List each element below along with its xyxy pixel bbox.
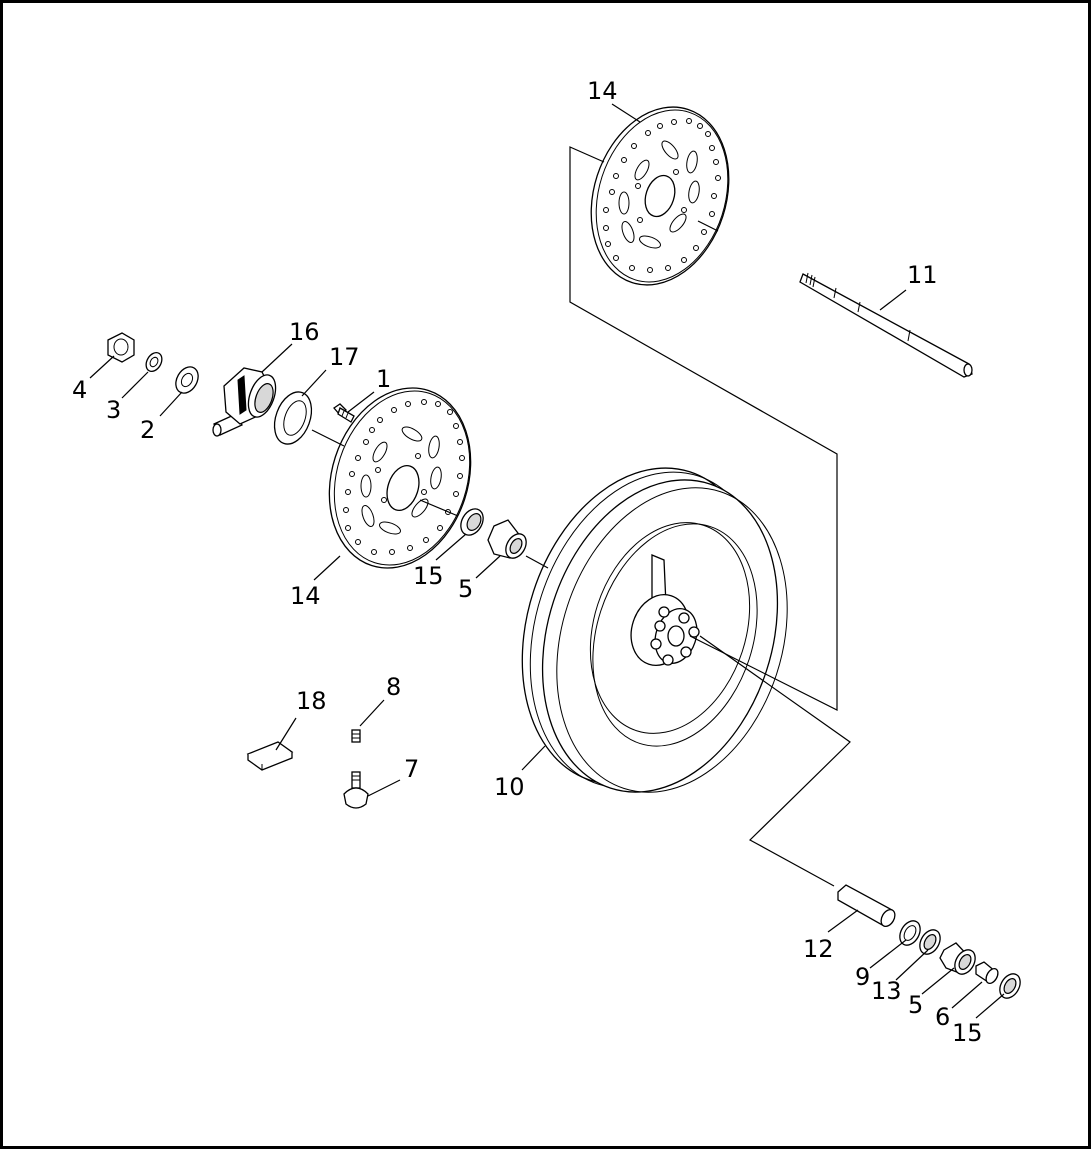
- callout-12: 12: [803, 935, 834, 963]
- assembly-lines: [311, 146, 851, 887]
- callout-2: 2: [140, 416, 155, 444]
- lock-washer: [145, 352, 163, 372]
- brake-rotor-upper: [590, 106, 730, 286]
- brake-rotor-lower: [328, 387, 472, 569]
- callout-5-right: 5: [908, 991, 923, 1019]
- front-axle: [799, 272, 973, 378]
- spacer-ring: [919, 929, 941, 955]
- wheel-weight: [246, 741, 294, 771]
- speedometer-drive: [212, 367, 277, 437]
- rotor-screw: [333, 403, 355, 423]
- callout-14-upper: 14: [587, 77, 618, 105]
- axle-nut: [107, 332, 135, 363]
- axle-spacer-sleeve: [837, 884, 896, 928]
- bearing-spacer-right: [939, 942, 976, 975]
- rotor-lower-vent-holes: [343, 399, 465, 555]
- callout-5-left: 5: [458, 575, 473, 603]
- callout-leaders: [89, 103, 1005, 1019]
- callout-18: 18: [296, 687, 327, 715]
- wheel-bearing-right: [999, 973, 1021, 999]
- rotor-upper-vent-holes: [603, 118, 721, 273]
- callout-8: 8: [386, 673, 401, 701]
- callout-10: 10: [494, 773, 525, 801]
- seal-spacer: [273, 391, 313, 445]
- callout-7: 7: [404, 755, 419, 783]
- flat-washer: [175, 366, 199, 394]
- callout-labels: 14 11 16 17 1 4 3 2 14 15 5 8 18 7 10 12…: [72, 77, 983, 1047]
- callout-16: 16: [289, 318, 320, 346]
- callout-11: 11: [907, 261, 938, 289]
- callout-6: 6: [935, 1003, 950, 1031]
- callout-4: 4: [72, 376, 87, 404]
- spacer-short: [975, 961, 999, 985]
- callout-15-left: 15: [413, 562, 444, 590]
- callout-1: 1: [376, 365, 391, 393]
- callout-15-right: 15: [952, 1019, 983, 1047]
- wheel-bearing-left: [460, 508, 484, 536]
- callout-17: 17: [329, 343, 360, 371]
- callout-13: 13: [871, 977, 902, 1005]
- bearing-spacer-left: [487, 519, 527, 559]
- callout-14-lower: 14: [290, 582, 321, 610]
- wheel-hub-bolts: [650, 606, 700, 666]
- cast-wheel: [521, 467, 788, 793]
- callout-3: 3: [106, 396, 121, 424]
- callout-9: 9: [855, 963, 870, 991]
- spacer-washer: [899, 920, 921, 946]
- valve-cap: [351, 729, 361, 743]
- valve-stem: [343, 771, 369, 809]
